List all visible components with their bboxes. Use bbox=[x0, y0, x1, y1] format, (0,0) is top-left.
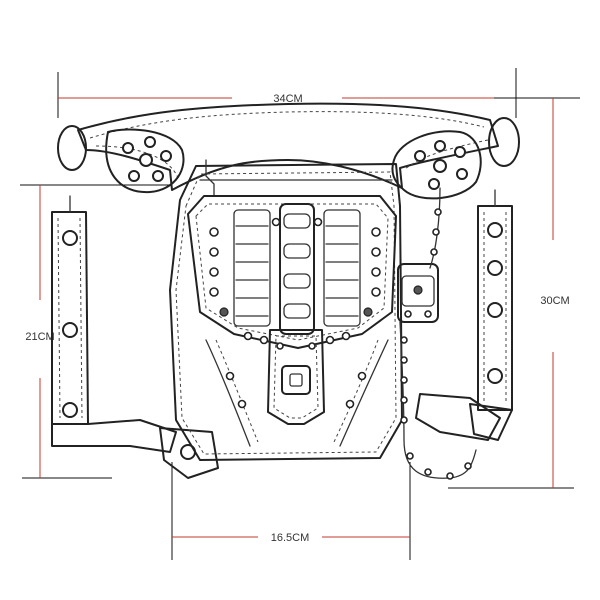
decorative-chain bbox=[399, 187, 477, 480]
left-height-label: 21CM bbox=[25, 331, 54, 343]
bottom-strap-left bbox=[51, 419, 219, 479]
dimension-annotations: 34CM 30CM 21CM 16.5CM bbox=[20, 68, 580, 560]
right-leg-strap bbox=[477, 189, 513, 411]
lower-pocket bbox=[205, 339, 389, 447]
flap-center-strap bbox=[279, 203, 315, 335]
waist-belt bbox=[77, 102, 499, 191]
left-leg-strap bbox=[51, 195, 89, 425]
right-mesh-panel bbox=[323, 209, 361, 327]
front-flap bbox=[187, 195, 397, 349]
bottom-strap-right bbox=[415, 393, 513, 441]
right-height-label: 30CM bbox=[540, 295, 569, 307]
turn-lock-clasp bbox=[267, 329, 325, 425]
left-mesh-panel bbox=[233, 209, 271, 327]
top-width-label: 34CM bbox=[273, 93, 302, 105]
right-belt-buckle bbox=[391, 117, 520, 200]
lock-plate bbox=[281, 365, 311, 395]
bottom-width-label: 16.5CM bbox=[271, 532, 310, 544]
bag-body bbox=[169, 159, 403, 461]
side-cuff bbox=[397, 263, 439, 323]
left-belt-buckle bbox=[57, 125, 185, 194]
leg-bag-illustration bbox=[51, 102, 520, 480]
